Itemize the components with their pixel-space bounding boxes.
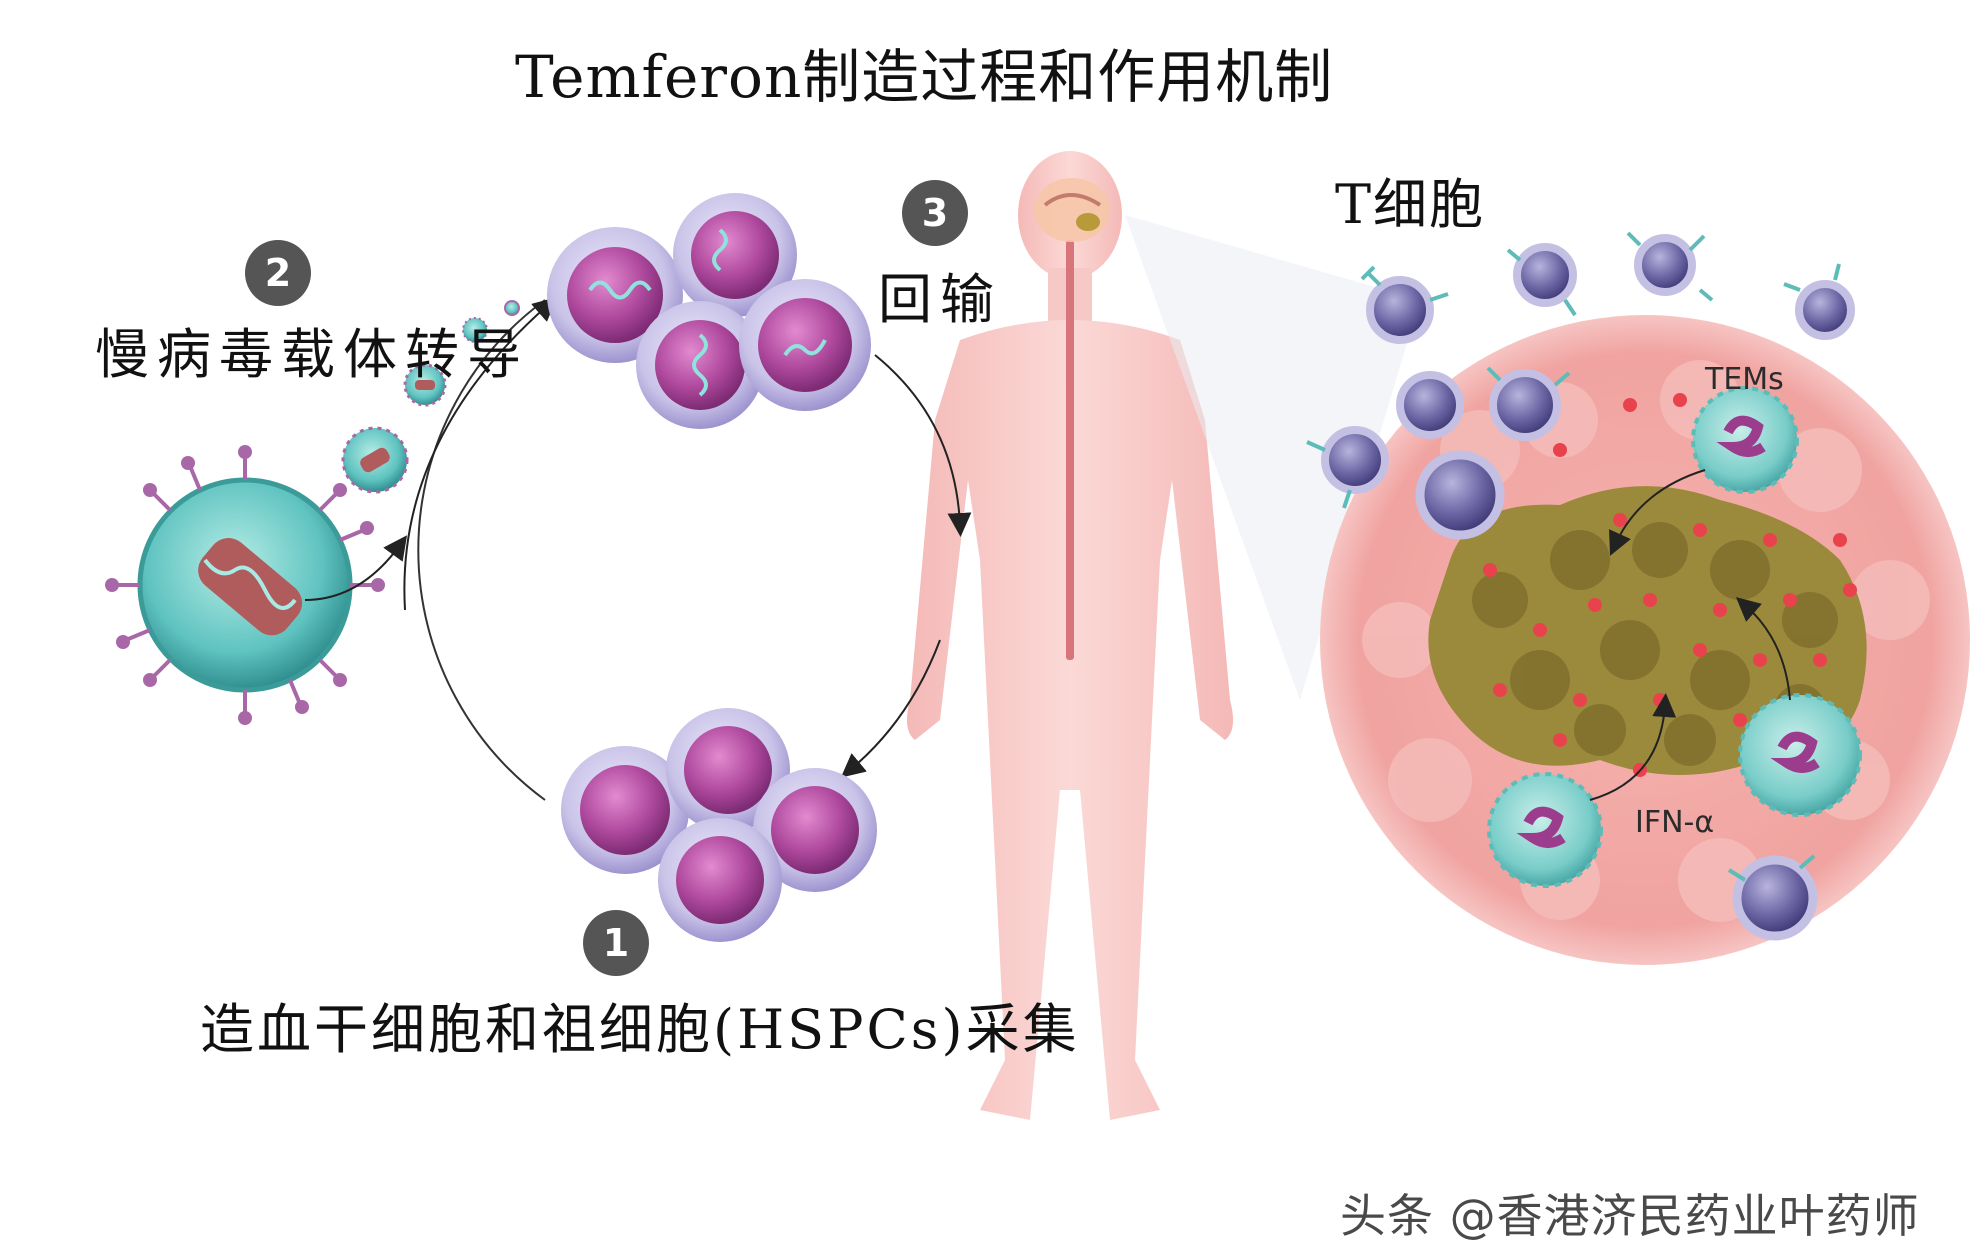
magnification-cone bbox=[1125, 215, 1420, 700]
step-1-label: 造血干细胞和祖细胞(HSPCs)采集 bbox=[200, 998, 1080, 1061]
hspc-collected-cluster bbox=[561, 708, 877, 942]
step-2-badge: 2 bbox=[245, 240, 311, 306]
arrow-to-infusion bbox=[874, 354, 972, 537]
tem-cells bbox=[1487, 386, 1862, 888]
watermark: 头条 @香港济民药业叶药师 bbox=[1340, 1189, 1920, 1243]
tems-label: TEMs bbox=[1705, 362, 1784, 397]
arrow-to-transduced-cells bbox=[403, 297, 557, 611]
human-body bbox=[906, 151, 1234, 1120]
tumor-microenvironment bbox=[1320, 315, 1970, 965]
arrow-to-collection bbox=[840, 639, 941, 778]
t-cell-label: T细胞 bbox=[1335, 173, 1486, 236]
transduced-cell-cluster bbox=[547, 193, 871, 429]
small-virus-particles bbox=[341, 300, 520, 494]
step-1-badge: 1 bbox=[583, 910, 649, 976]
lentivirus-particle bbox=[105, 445, 385, 725]
t-cells bbox=[1306, 231, 1855, 941]
cycle-arc-left bbox=[417, 299, 546, 801]
step-3-label: 回输 bbox=[878, 268, 1002, 331]
arrow-virus-to-cells bbox=[304, 535, 408, 601]
ifn-alpha-label: IFN-α bbox=[1635, 805, 1715, 840]
diagram-title: Temferon制造过程和作用机制 bbox=[515, 43, 1334, 111]
step-2-label: 慢病毒载体转导 bbox=[95, 323, 529, 386]
step-3-badge: 3 bbox=[902, 180, 968, 246]
